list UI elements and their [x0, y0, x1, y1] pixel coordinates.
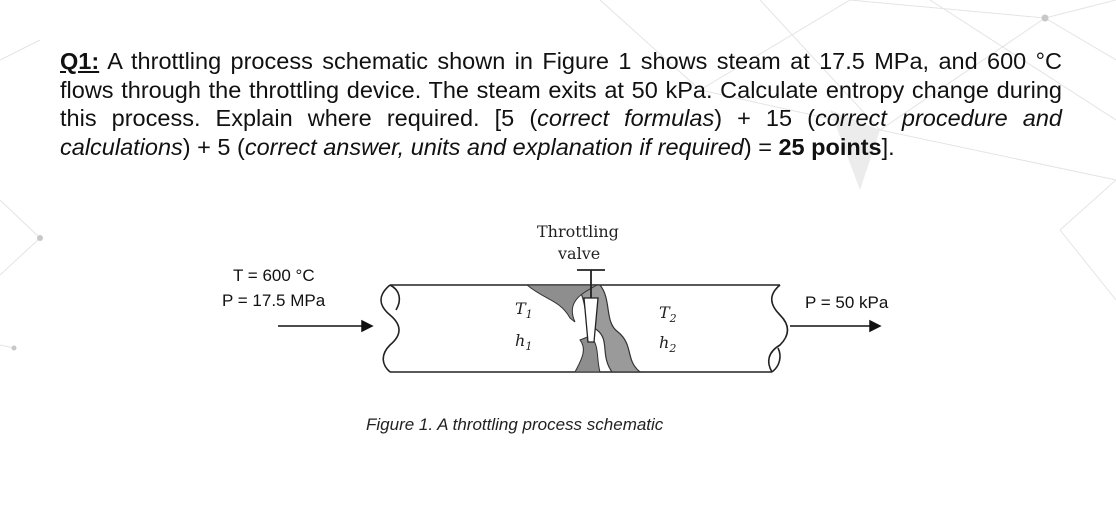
pipe-left-break [380, 284, 400, 373]
inlet-pressure-label: P = 17.5 MPa [222, 291, 326, 310]
question-body-4: ) = [743, 133, 779, 160]
network-node-icon [1041, 14, 1049, 22]
question-points: 25 points [778, 133, 882, 160]
figure-caption: Figure 1. A throttling process schematic [366, 415, 664, 434]
question-italic-3: correct answer, units and explanation if… [244, 133, 744, 160]
network-node-icon [37, 235, 43, 241]
valve-label-line2: valve [558, 244, 601, 263]
outlet-arrow-head-icon [869, 319, 882, 333]
question-body-5: ]. [881, 133, 895, 160]
state1-enthalpy-label: h1 [515, 331, 533, 354]
flow-arrows [278, 319, 882, 333]
inlet-temperature-label: T = 600 °C [233, 266, 315, 285]
question-body-2: ) + 15 ( [714, 105, 815, 131]
question-text: Q1: A throttling process schematic shown… [60, 47, 1062, 161]
question-italic-2: correct procedure and calculations [60, 105, 1063, 160]
pipe-left-break-inner [389, 284, 401, 311]
question-label: Q1: [60, 48, 100, 74]
outlet-pressure-label: P = 50 kPa [805, 293, 889, 312]
state2-temperature-label: T2 [659, 303, 677, 326]
question-body-3: ) + 5 ( [182, 133, 245, 160]
state1-temperature-label: T1 [515, 299, 533, 322]
inlet-arrow-head-icon [361, 319, 374, 333]
valve-label-line1: Throttling [537, 222, 619, 241]
pipe-right-break [767, 284, 789, 373]
valve-stem [577, 269, 605, 343]
valve-body [525, 284, 642, 373]
state2-enthalpy-label: h2 [659, 333, 677, 356]
pipe-right-break-inner [771, 347, 781, 373]
question-italic-1: correct formulas [537, 105, 715, 131]
network-node-icon [11, 345, 17, 351]
valve-plug [583, 297, 599, 343]
question-body-1: A throttling process schematic shown in … [60, 48, 1062, 131]
